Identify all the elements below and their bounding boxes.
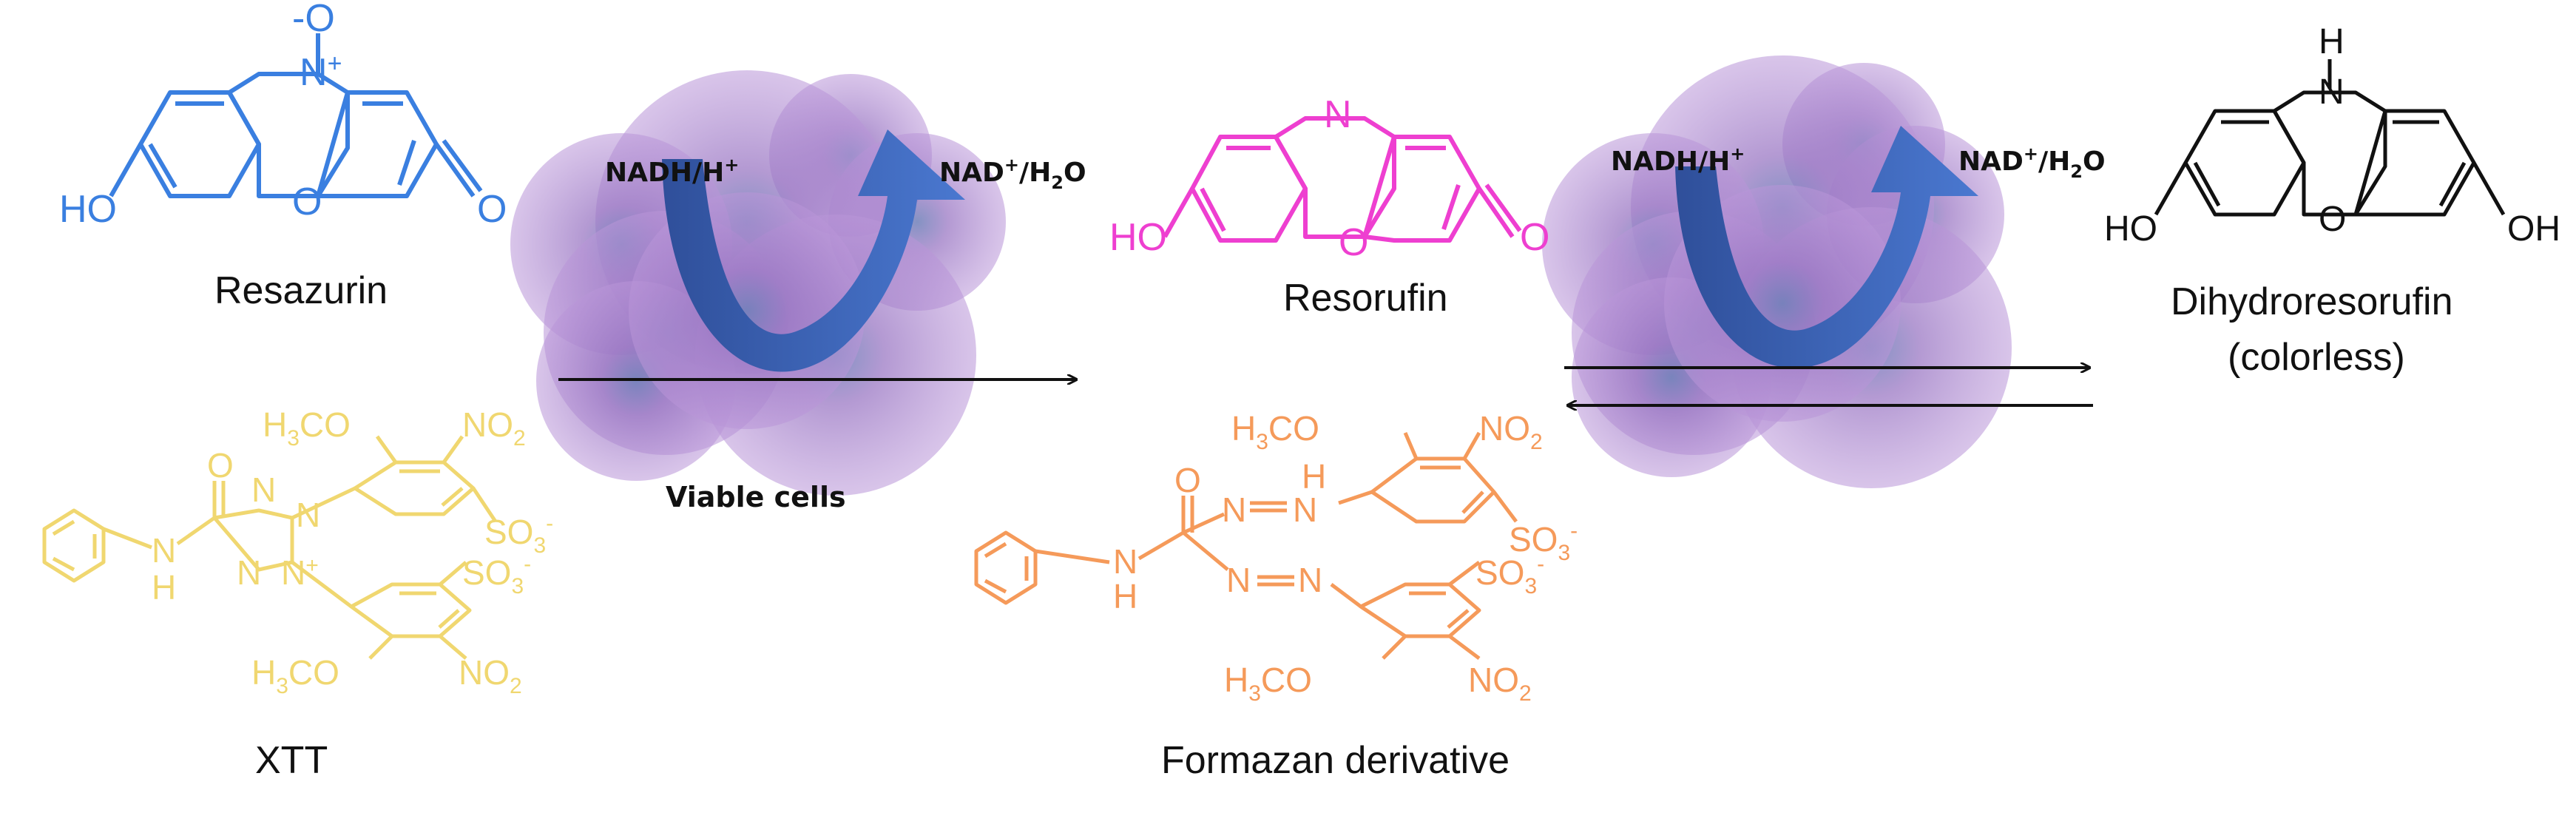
formazan-n-a: N xyxy=(1222,490,1246,529)
resazurin-n-plus: N+ xyxy=(300,50,342,94)
resazurin-ring-o: O xyxy=(292,181,322,223)
resorufin-structure xyxy=(1163,116,1522,243)
colorless-label: (colorless) xyxy=(2228,336,2405,379)
formazan-so3-top: SO3- xyxy=(1509,519,1578,565)
left-nadh-label: NADH/H+ xyxy=(605,155,739,188)
resazurin-ho: HO xyxy=(59,188,117,231)
xtt-label: XTT xyxy=(255,739,328,782)
cell-cluster-left xyxy=(510,70,1006,496)
formazan-so3-bot: SO3- xyxy=(1475,552,1544,598)
formazan-n-b: N xyxy=(1293,490,1317,529)
formazan-no2-top: NO2 xyxy=(1479,409,1543,454)
dihydro-oh: OH xyxy=(2507,209,2560,249)
resorufin-n: N xyxy=(1324,93,1352,136)
dihydroresorufin-structure xyxy=(2154,59,2506,217)
xtt-carbonyl-o: O xyxy=(207,446,234,485)
formazan-nh2-h: H xyxy=(1302,457,1326,496)
redox-curved-arrow-left xyxy=(662,129,965,372)
xtt-n1: N xyxy=(251,470,276,509)
left-nad-label: NAD+/H2O xyxy=(939,155,1086,193)
formazan-nh-n: N xyxy=(1113,542,1137,581)
dihydro-n: N xyxy=(2319,72,2345,112)
xtt-n3: N xyxy=(237,553,261,592)
resorufin-ring-o: O xyxy=(1339,221,1368,264)
dihydro-ring-o: O xyxy=(2319,200,2346,239)
xtt-so3-top: SO3- xyxy=(484,511,553,558)
formazan-nh-h: H xyxy=(1113,577,1137,615)
xtt-nh-h: H xyxy=(152,568,176,607)
redox-curved-arrow-right xyxy=(1675,126,1978,368)
xtt-n2: N xyxy=(296,496,320,534)
formazan-h3co-top: H3CO xyxy=(1231,409,1319,454)
resorufin-keto-o: O xyxy=(1520,216,1549,259)
xtt-no2-bot: NO2 xyxy=(459,653,522,698)
formazan-n-d: N xyxy=(1298,561,1322,599)
formazan-n-c: N xyxy=(1226,561,1251,599)
resazurin-o-minus: -O xyxy=(292,0,335,40)
resorufin-ho: HO xyxy=(1109,216,1167,259)
xtt-nh-n: N xyxy=(152,531,176,570)
cell-cluster-right xyxy=(1542,55,2012,488)
formazan-h3co-bot: H3CO xyxy=(1224,661,1312,706)
resazurin-label: Resazurin xyxy=(214,269,388,312)
formazan-label: Formazan derivative xyxy=(1161,739,1510,782)
formazan-no2-bot: NO2 xyxy=(1468,661,1532,706)
dihydro-ho: HO xyxy=(2104,209,2157,249)
xtt-h3co-bot: H3CO xyxy=(251,653,339,698)
dihydro-h: H xyxy=(2319,22,2345,61)
resazurin-structure xyxy=(109,33,483,198)
resazurin-keto-o: O xyxy=(477,188,507,231)
resorufin-label: Resorufin xyxy=(1283,277,1448,320)
xtt-n4-plus: N+ xyxy=(281,553,319,592)
xtt-h3co-top: H3CO xyxy=(263,405,351,451)
viable-cells-label: Viable cells xyxy=(666,481,846,513)
right-nad-label: NAD+/H2O xyxy=(1958,144,2106,182)
xtt-no2-top: NO2 xyxy=(462,405,526,451)
xtt-so3-bot: SO3- xyxy=(462,552,531,598)
xtt-structure xyxy=(42,435,498,660)
formazan-structure xyxy=(974,431,1518,660)
right-nadh-label: NADH/H+ xyxy=(1611,144,1745,177)
dihydroresorufin-label: Dihydroresorufin xyxy=(2171,280,2453,323)
formazan-carbonyl-o: O xyxy=(1174,461,1201,499)
